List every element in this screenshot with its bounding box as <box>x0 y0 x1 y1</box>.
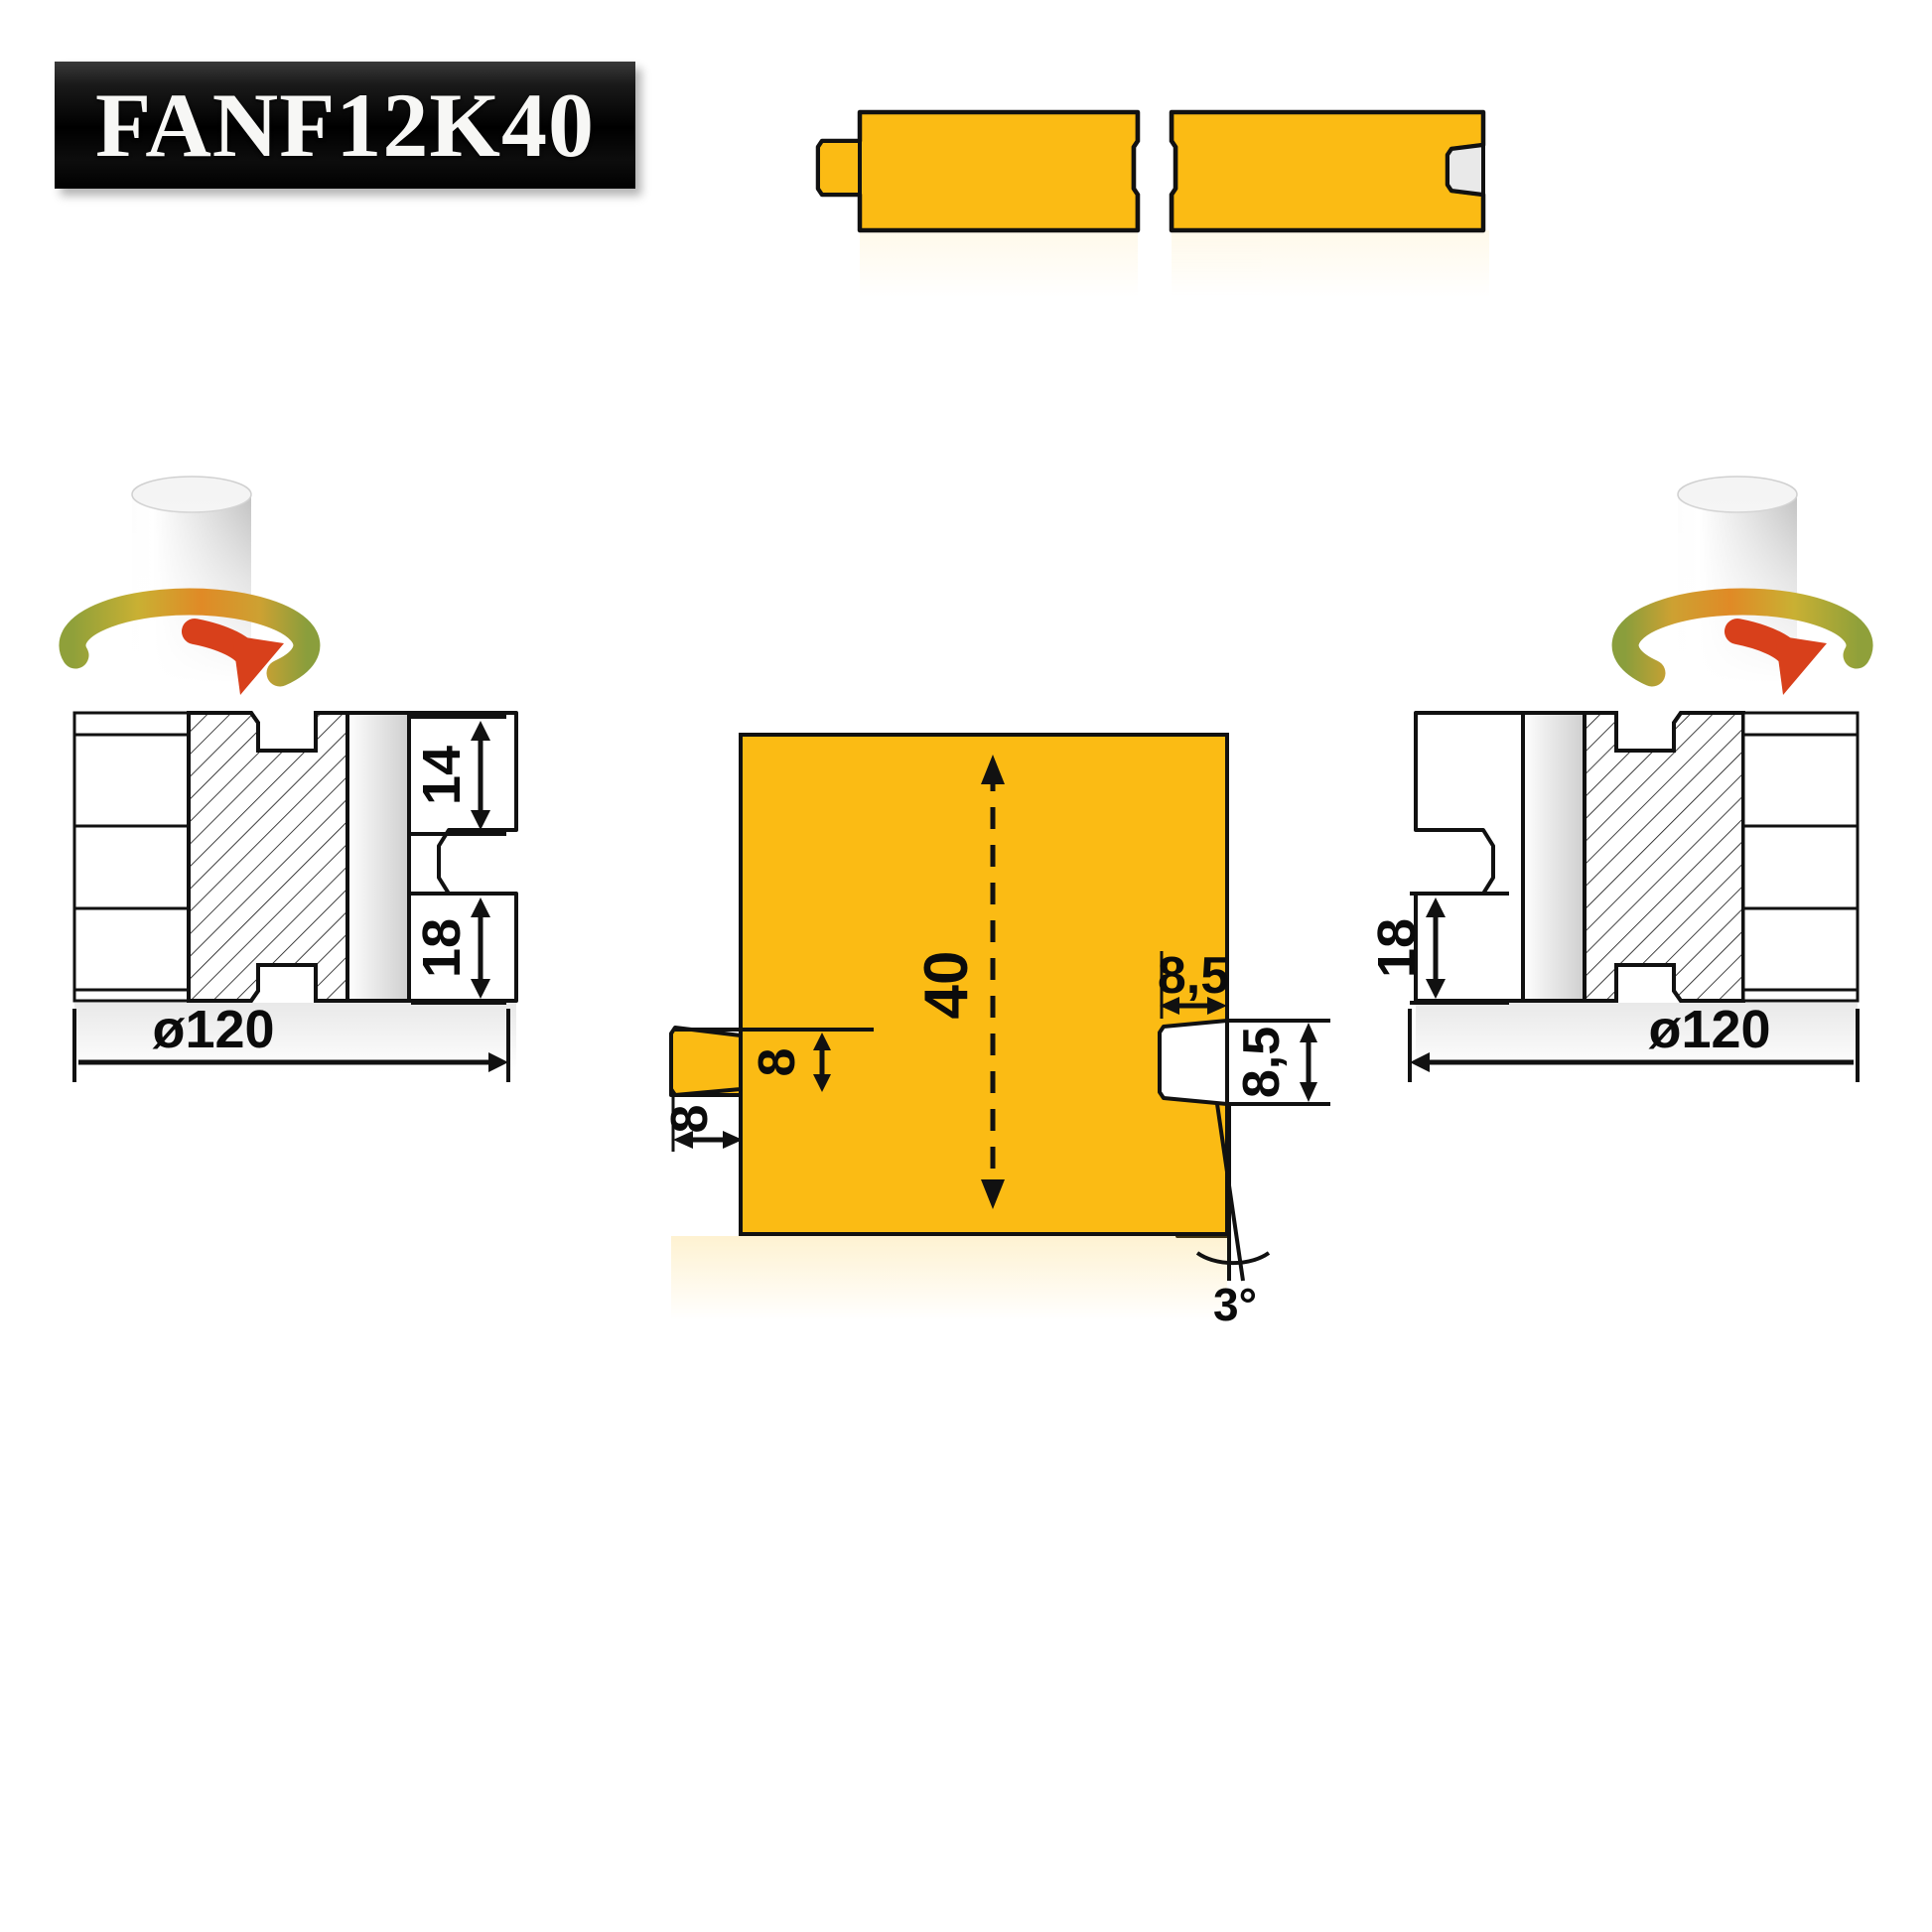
center-profile-group: 40 8 8 8,5 <box>661 733 1330 1330</box>
dim-tongue-thickness-label: 8 <box>749 1048 806 1077</box>
left-body-section <box>187 711 349 1003</box>
dim-right-18-label: 18 <box>1367 918 1427 978</box>
top-left-board-tongue <box>816 139 862 197</box>
dim-right-18: 18 <box>1367 892 1509 1005</box>
dim-tongue-thickness: 8 <box>749 1033 831 1092</box>
top-board-assembly <box>815 109 1489 298</box>
dim-draft-angle: 3° <box>1195 1103 1271 1330</box>
right-cutterhead-group: 18 ø120 <box>1367 476 1873 1082</box>
dim-tongue-length-label: 8 <box>661 1105 719 1134</box>
top-assembly-reflection <box>860 230 1489 298</box>
product-code-badge: FANF12K40 <box>55 62 635 189</box>
right-cutterhead-body <box>1414 711 1860 1003</box>
top-left-board-tongue-shade <box>1134 141 1138 195</box>
dim-center-40-label: 40 <box>912 951 981 1020</box>
left-rotation-indicator <box>59 588 321 695</box>
dim-tongue-length: 8 <box>661 1097 743 1152</box>
left-cutterhead-group: 14 18 ø120 <box>59 476 518 1082</box>
right-rotation-arrow-icon <box>1775 635 1827 695</box>
center-profile-reflection <box>671 1236 1227 1320</box>
right-spindle <box>1677 476 1798 683</box>
left-rotation-arrow-icon <box>232 635 284 695</box>
dim-groove-depth-label: 8,5 <box>1158 947 1229 1005</box>
dim-draft-angle-label: 3° <box>1213 1279 1257 1330</box>
dim-center-40: 40 <box>912 755 1005 1209</box>
dim-groove-depth: 8,5 <box>1158 947 1229 1019</box>
dim-left-14-label: 14 <box>412 746 472 805</box>
left-clamp-ring <box>345 711 411 1003</box>
dim-left-14: 14 <box>411 715 506 836</box>
top-right-board <box>1169 109 1486 233</box>
top-left-board <box>815 109 1141 233</box>
dim-right-diameter: ø120 <box>1408 1000 1860 1082</box>
dim-right-diameter-label: ø120 <box>1648 1000 1770 1059</box>
top-joint-gap-outline-2 <box>1169 112 1178 230</box>
right-rotation-indicator <box>1611 588 1873 695</box>
right-cutterhead-reflection <box>1416 1003 1858 1072</box>
left-cutterhead-reflection <box>74 1003 516 1072</box>
dim-left-diameter: ø120 <box>72 1000 510 1082</box>
dim-left-diameter-label: ø120 <box>152 1000 274 1059</box>
right-knife-profile <box>1414 711 1525 1003</box>
left-spindle <box>131 476 252 683</box>
dim-groove-width: 8,5 <box>1233 1023 1317 1102</box>
right-body-section <box>1583 711 1745 1003</box>
center-workpiece-main <box>739 733 1229 1236</box>
left-knife-profile <box>407 711 518 1003</box>
center-right-groove <box>1158 1019 1229 1106</box>
right-clamp-ring <box>1521 711 1587 1003</box>
product-code-label: FANF12K40 <box>94 74 595 176</box>
top-right-board-groove <box>1446 143 1485 197</box>
dim-left-18: 18 <box>411 892 506 1005</box>
center-workpiece <box>669 733 1229 1238</box>
dim-left-18-label: 18 <box>412 918 472 978</box>
center-left-tongue <box>669 1026 743 1097</box>
top-joint-gap <box>1134 112 1175 230</box>
dim-groove-width-label: 8,5 <box>1233 1027 1291 1098</box>
top-joint-gap-outline <box>1131 112 1141 230</box>
left-cutterhead-body <box>72 711 518 1003</box>
